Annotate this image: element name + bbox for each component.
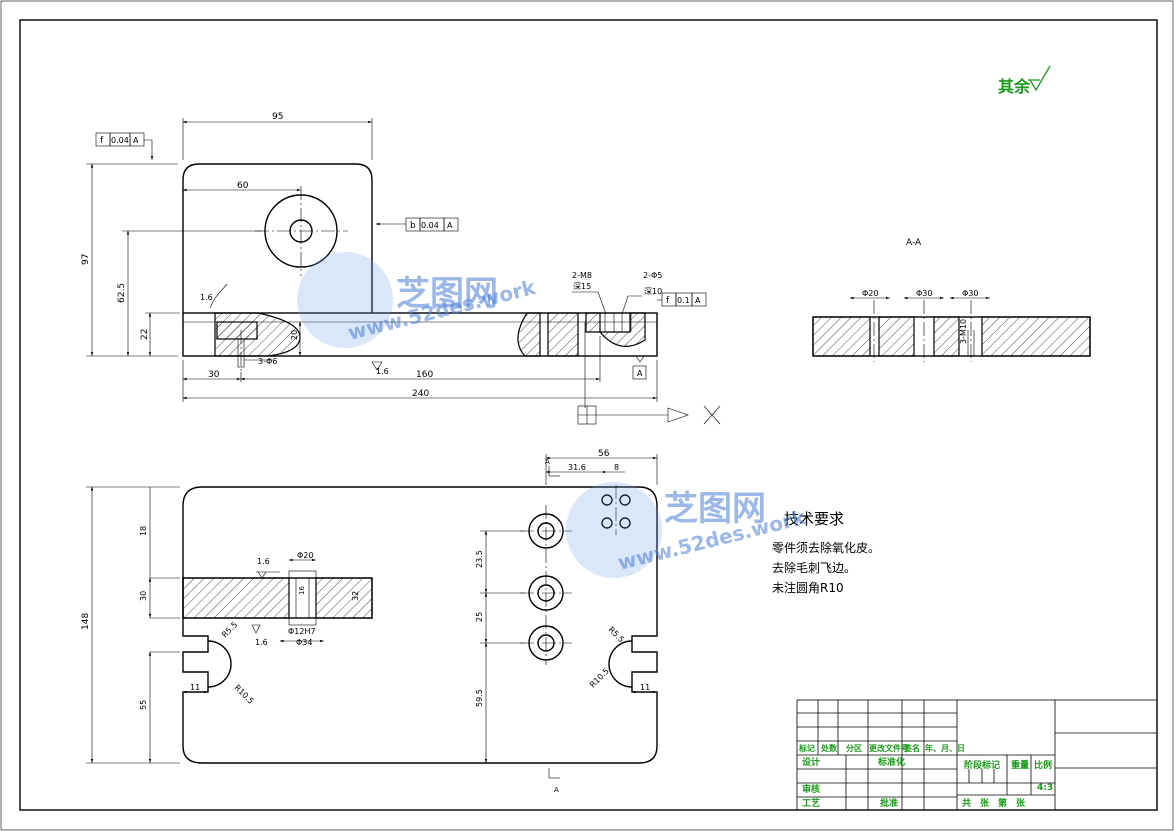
svg-text:8: 8 [614,463,619,472]
svg-text:0.1: 0.1 [677,296,690,305]
svg-text:55: 55 [139,700,148,710]
svg-text:芝图网: 芝图网 [664,489,766,529]
svg-text:A: A [133,136,139,145]
svg-text:1.6: 1.6 [257,557,270,566]
svg-text:Φ12H7: Φ12H7 [288,627,316,636]
svg-text:标记: 标记 [798,743,815,753]
watermark-top: 芝图网 www.52des.work [297,252,539,348]
svg-text:2-M8: 2-M8 [572,271,592,280]
svg-text:A: A [447,221,453,230]
svg-text:Φ30: Φ30 [916,289,932,298]
svg-text:工艺: 工艺 [802,797,820,809]
svg-text:23.5: 23.5 [475,550,484,568]
svg-text:芝图网: 芝图网 [396,274,498,314]
svg-text:处数: 处数 [820,743,838,753]
svg-text:零件须去除氧化皮。: 零件须去除氧化皮。 [772,540,880,555]
svg-text:3-Φ6: 3-Φ6 [258,357,277,366]
svg-text:30: 30 [139,591,148,601]
svg-text:31.6: 31.6 [568,463,586,472]
svg-text:f: f [100,136,104,146]
gdt-frame-f-top: f 0.04 A [95,132,154,160]
svg-text:4:3: 4:3 [1037,783,1053,793]
bottom-view: A A 56 31.6 8 148 18 30 55 23.5 25 59.5 [81,449,658,794]
surface-finish-note: 其余 [998,65,1051,96]
top-view: 95 60 97 62.5 22 20 240 160 30 3-Φ6 1.6 … [81,112,721,425]
svg-text:95: 95 [272,112,283,122]
svg-text:56: 56 [598,449,610,459]
svg-text:0.04: 0.04 [111,136,129,145]
svg-text:审核: 审核 [802,783,820,795]
svg-text:b: b [410,221,416,231]
svg-text:1.6: 1.6 [376,367,389,376]
svg-text:批准: 批准 [880,797,898,809]
svg-text:A-A: A-A [906,238,922,248]
inner-border [19,19,1158,811]
svg-text:A: A [545,458,550,466]
svg-text:2-Φ5: 2-Φ5 [643,271,662,280]
svg-text:32: 32 [351,591,360,601]
svg-text:重量: 重量 [1011,759,1029,771]
svg-text:62.5: 62.5 [117,283,127,303]
svg-text:16: 16 [298,586,306,595]
svg-text:标准化: 标准化 [877,756,905,768]
svg-text:20: 20 [290,330,299,340]
svg-text:0.04: 0.04 [421,221,439,230]
svg-text:3-M10: 3-M10 [959,319,968,344]
svg-text:A: A [554,786,559,794]
svg-text:年、月、日: 年、月、日 [925,743,965,753]
svg-text:f: f [666,296,670,306]
svg-text:11: 11 [190,683,200,692]
svg-text:1.6: 1.6 [200,293,213,302]
svg-text:R10.5: R10.5 [233,683,256,706]
svg-text:Φ20: Φ20 [297,551,313,560]
svg-text:R10.5: R10.5 [588,667,611,690]
svg-text:240: 240 [412,389,429,399]
svg-text:深15: 深15 [573,282,591,291]
section-a-a: A-A Φ20 Φ30 Φ30 3-M10 [812,238,1091,362]
svg-text:未注圆角R10: 未注圆角R10 [772,580,844,595]
svg-text:去除毛刺飞边。: 去除毛刺飞边。 [772,560,856,575]
svg-text:A: A [637,369,643,378]
svg-text:1.6: 1.6 [255,638,268,647]
svg-text:11: 11 [640,683,650,692]
svg-text:60: 60 [237,181,249,191]
svg-text:比例: 比例 [1034,759,1052,771]
svg-text:148: 148 [81,613,91,630]
gdt-frame-b: b 0.04 A [375,217,459,232]
svg-text:25: 25 [475,612,484,622]
svg-text:更改文件号: 更改文件号 [869,743,909,753]
svg-text:深10: 深10 [644,287,662,296]
gdt-frame-f2: f 0.1 A [657,292,707,307]
svg-text:签名: 签名 [903,743,920,753]
svg-text:97: 97 [81,254,91,265]
svg-text:设计: 设计 [802,756,820,768]
svg-text:R5.5: R5.5 [220,620,239,639]
svg-text:分区: 分区 [846,743,862,753]
svg-text:R5.5: R5.5 [607,625,626,644]
svg-text:技术要求: 技术要求 [784,510,844,528]
svg-text:Φ30: Φ30 [962,289,978,298]
svg-text:160: 160 [416,370,433,380]
svg-text:A: A [695,296,701,305]
svg-text:Φ34: Φ34 [296,638,312,647]
svg-text:阶段标记: 阶段标记 [964,759,1000,771]
svg-text:其余: 其余 [998,77,1031,96]
svg-text:Φ20: Φ20 [862,289,878,298]
svg-text:30: 30 [208,370,220,380]
svg-text:22: 22 [140,329,150,340]
title-block: 标记 处数 分区 更改文件号 签名 年、月、日 设计 标准化 审核 工艺 批准 … [796,699,1158,811]
technical-requirements: 技术要求 零件须去除氧化皮。 去除毛刺飞边。 未注圆角R10 [772,510,880,595]
svg-text:59.5: 59.5 [475,689,484,707]
svg-text:18: 18 [139,526,148,536]
svg-text:共 张 第 张: 共 张 第 张 [962,797,1026,809]
